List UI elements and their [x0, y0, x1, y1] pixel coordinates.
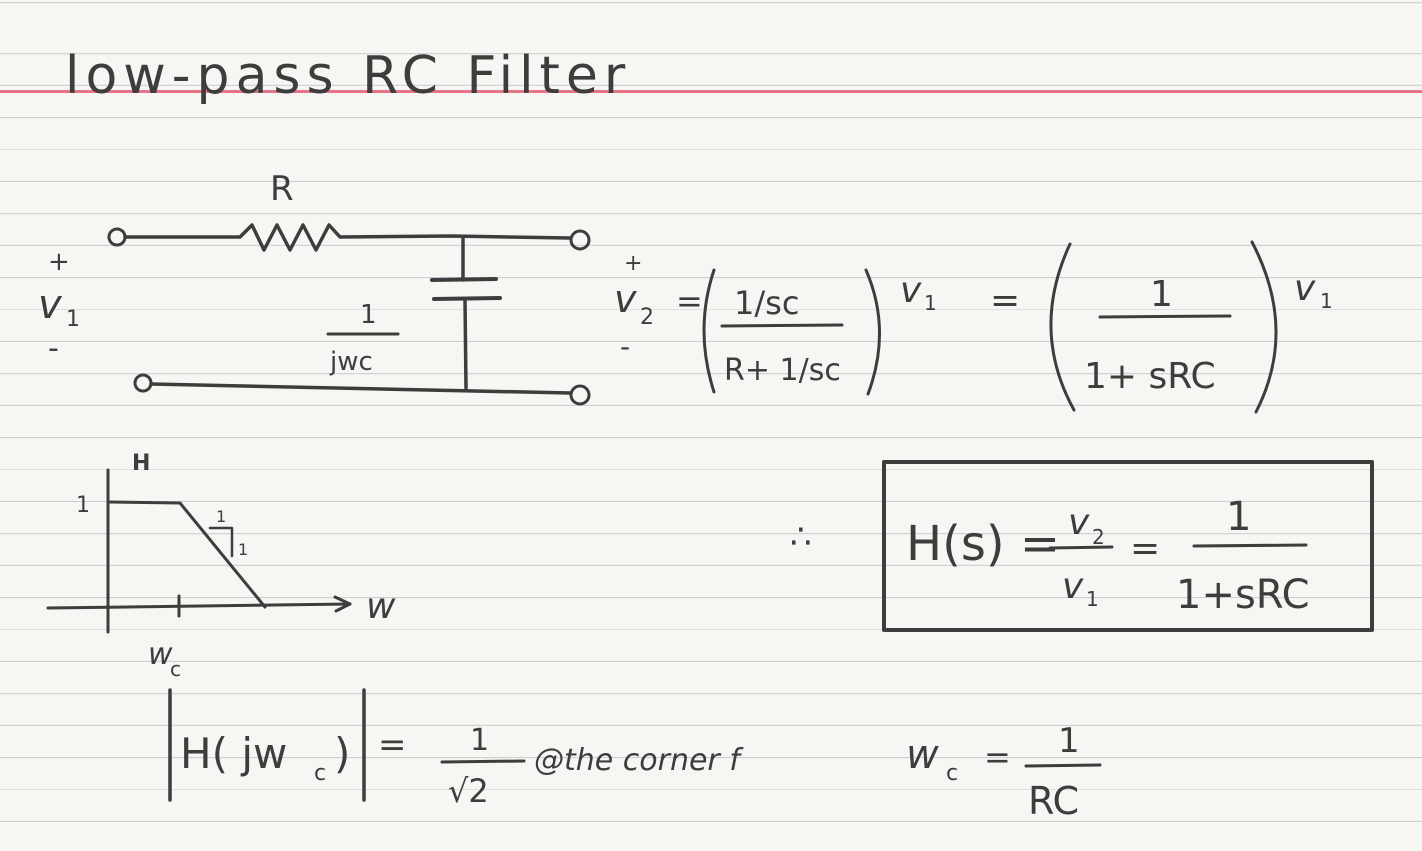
capacitor-lead-bottom — [463, 298, 468, 390]
result-rhs-den: 1+sRC — [1176, 572, 1310, 618]
slope-triangle — [208, 526, 234, 558]
result-frac-num-sub: 2 — [1092, 525, 1105, 549]
cutoff-lhs: w — [906, 732, 939, 778]
resistor-wire — [123, 223, 572, 252]
v1-symbol: v — [38, 282, 63, 328]
result-lhs: H(s) = — [906, 516, 1060, 572]
equals-2: = — [990, 280, 1020, 321]
eq1-v1-sub: 1 — [924, 291, 937, 315]
cutoff-num: 1 — [1058, 721, 1080, 761]
result-frac-den: v — [1062, 566, 1084, 607]
result-frac-bar — [1048, 545, 1114, 550]
cutoff-lhs-sub: c — [946, 761, 958, 786]
v1-plus: + — [48, 247, 70, 277]
response-curve — [108, 500, 267, 609]
input-terminal-top — [107, 227, 127, 247]
output-terminal-top — [569, 229, 591, 251]
graph-y-label: H — [132, 451, 150, 476]
therefore-symbol: ∴ — [790, 517, 812, 557]
graph-x-tick: w — [148, 637, 173, 672]
magnitude-equals: = — [378, 725, 407, 765]
v2-plus: + — [624, 251, 642, 276]
capacitor-plate-top — [430, 277, 498, 282]
slope-top-label: 1 — [216, 507, 226, 526]
frac2-denominator: 1+ sRC — [1084, 356, 1216, 397]
slope-side-label: 1 — [238, 540, 248, 559]
result-equals: = — [1130, 528, 1160, 569]
magnitude-lhs-close: ) — [334, 729, 350, 778]
impedance-denominator: jwc — [329, 347, 373, 377]
x-axis-arrowhead — [333, 595, 352, 613]
eq1-v1: v — [900, 270, 922, 311]
v1-minus: - — [48, 331, 59, 366]
input-terminal-bottom — [133, 373, 153, 393]
cutoff-equals: = — [984, 738, 1011, 776]
cutoff-den: RC — [1028, 779, 1079, 823]
v2-symbol: v — [614, 277, 637, 321]
resistor-label: R — [270, 169, 294, 209]
frac1-denominator: R+ 1/sc — [724, 353, 841, 388]
magnitude-lhs-sub: c — [314, 761, 326, 786]
left-paren-2 — [1049, 242, 1076, 412]
graph-x-axis — [46, 602, 352, 610]
frac2-bar — [1098, 314, 1232, 319]
frac1-bar — [720, 323, 844, 328]
magnitude-den: √2 — [448, 772, 489, 810]
eq2-v1: v — [1294, 268, 1316, 309]
magnitude-num: 1 — [470, 723, 489, 758]
graph-x-label: w — [366, 586, 396, 627]
graph-y-tick: 1 — [76, 493, 90, 518]
magnitude-graph — [46, 468, 352, 634]
v2-subscript: 2 — [640, 305, 654, 330]
left-paren-1 — [702, 268, 716, 394]
result-rhs-num: 1 — [1226, 494, 1251, 540]
frac2-numerator: 1 — [1150, 274, 1173, 315]
frac1-numerator: 1/sc — [734, 284, 799, 322]
equals-1: = — [676, 282, 703, 320]
v2-minus: - — [620, 330, 630, 363]
result-rhs-bar — [1192, 543, 1308, 548]
capacitor-plate-bottom — [432, 296, 502, 301]
graph-x-tick-sub: c — [170, 657, 181, 681]
result-frac-num: v — [1068, 502, 1090, 543]
rc-circuit — [107, 223, 591, 406]
v1-subscript: 1 — [66, 307, 80, 332]
eq2-v1-sub: 1 — [1320, 289, 1333, 313]
magnitude-frac-bar — [440, 759, 526, 764]
title: low-pass RC Filter — [65, 46, 631, 106]
magnitude-note: @the corner f — [534, 743, 744, 778]
impedance-numerator: 1 — [360, 300, 377, 330]
magnitude-lhs: H( jw — [180, 729, 287, 778]
result-box — [882, 460, 1374, 632]
result-frac-den-sub: 1 — [1086, 587, 1099, 611]
red-margin-line — [0, 90, 1422, 93]
output-terminal-bottom — [569, 384, 591, 406]
right-paren-1 — [864, 268, 881, 396]
ground-wire — [149, 382, 572, 395]
cutoff-frac-bar — [1024, 763, 1102, 768]
right-paren-2 — [1250, 240, 1278, 414]
